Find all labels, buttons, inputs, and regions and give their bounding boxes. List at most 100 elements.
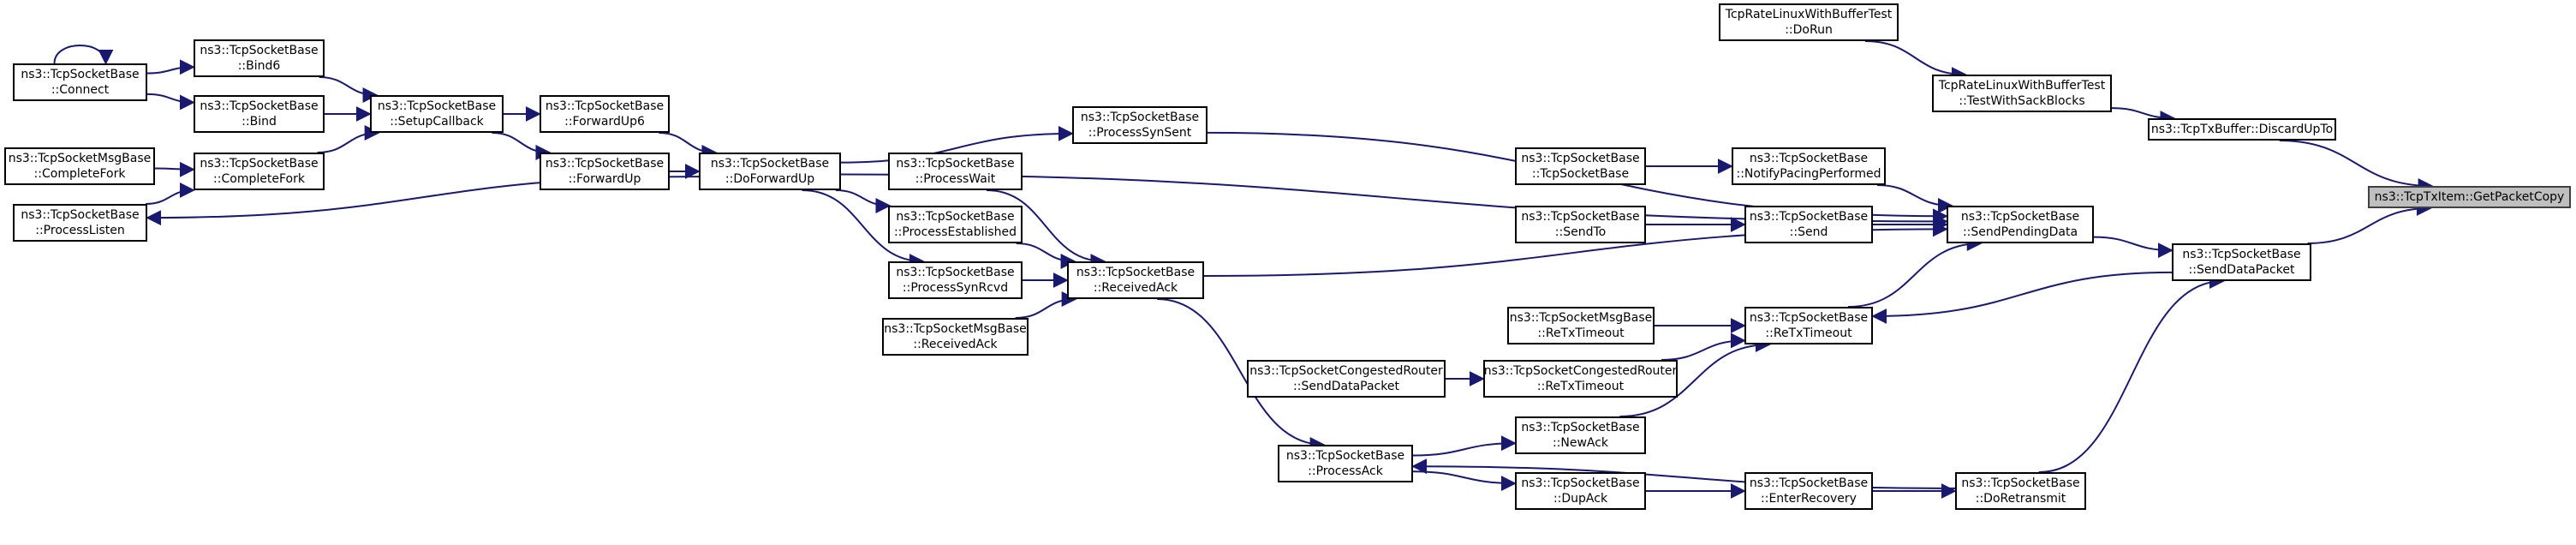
node-label-line: ::SetupCallback (390, 115, 484, 129)
node-label-line: ns3::TcpSocketBase (1749, 311, 1869, 325)
node-label-line: ns3::TcpSocketBase (200, 44, 319, 57)
edge-senddatapacket-to-retxtimeout (1871, 271, 2173, 325)
node-msg-re-tx-timeout[interactable]: ns3::TcpSocketMsgBase::ReTxTimeout (1507, 307, 1655, 344)
edge-senddatapacket-to-getpacketcopy (2307, 201, 2432, 244)
node-test-with-sack-blocks[interactable]: TcpRateLinuxWithBufferTest::TestWithSack… (1932, 75, 2112, 112)
node-forward-up6[interactable]: ns3::TcpSocketBase::ForwardUp6 (540, 95, 670, 133)
node-router-send-data-packet[interactable]: ns3::TcpSocketCongestedRouter::SendDataP… (1247, 360, 1446, 398)
edge-msgreceivedack-to-receivedack (1015, 291, 1077, 319)
node-label-line: ::ReTxTimeout (1765, 326, 1852, 340)
edge-doforwardup-to-processestablished (835, 189, 891, 213)
node-label-line: ns3::TcpSocketBase (710, 157, 830, 171)
node-label-line: ::ProcessSynSent (1088, 126, 1192, 140)
node-label-line: ns3::TcpSocketBase (545, 157, 665, 171)
node-label-line: ns3::TcpTxBuffer::DiscardUpTo (2150, 123, 2334, 136)
node-label-line: ns3::TcpSocketBase (1749, 152, 1869, 165)
node-process-syn-sent[interactable]: ns3::TcpSocketBase::ProcessSynSent (1072, 106, 1208, 144)
node-label-line: ns3::TcpSocketBase (896, 157, 1015, 171)
node-label-line: ns3::TcpSocketBase (1749, 476, 1869, 490)
node-send-to[interactable]: ns3::TcpSocketBase::SendTo (1515, 206, 1646, 243)
node-label-line: ::ReTxTimeout (1537, 326, 1625, 340)
node-label-line: ::ProcessSynRcvd (902, 281, 1009, 295)
node-label-line: ::DoForwardUp (724, 172, 815, 186)
edge-processestablished-to-receivedack (1016, 243, 1076, 269)
edge-doretransmit-to-processack (1411, 458, 1956, 489)
node-get-packet-copy[interactable]: ns3::TcpTxItem::GetPacketCopy (2368, 186, 2571, 208)
edge-completefork-to-setupcallback (317, 125, 380, 153)
node-bind[interactable]: ns3::TcpSocketBase::Bind (194, 95, 325, 133)
node-process-syn-rcvd[interactable]: ns3::TcpSocketBase::ProcessSynRcvd (888, 261, 1023, 299)
node-label-line: ::EnterRecovery (1761, 492, 1857, 506)
node-complete-fork[interactable]: ns3::TcpSocketBase::CompleteFork (194, 153, 325, 190)
node-dup-ack[interactable]: ns3::TcpSocketBase::DupAck (1515, 472, 1646, 510)
node-send-data-packet[interactable]: ns3::TcpSocketBase::SendDataPacket (2172, 243, 2311, 281)
node-process-established[interactable]: ns3::TcpSocketBase::ProcessEstablished (888, 206, 1023, 243)
node-label-line: ns3::TcpSocketBase (1285, 449, 1405, 463)
node-label-line: ns3::TcpSocketBase (200, 157, 319, 171)
node-label-line: TcpRateLinuxWithBufferTest (1938, 79, 2106, 93)
node-label-line: ns3::TcpSocketBase (896, 266, 1015, 279)
node-label-line: ns3::TcpSocketBase (1521, 152, 1640, 165)
node-do-retransmit[interactable]: ns3::TcpSocketBase::DoRetransmit (1955, 472, 2086, 510)
node-label-line: ns3::TcpSocketBase (1960, 210, 2080, 224)
node-notify-pacing-performed[interactable]: ns3::TcpSocketBase::NotifyPacingPerforme… (1732, 147, 1886, 185)
node-do-run[interactable]: TcpRateLinuxWithBufferTest::DoRun (1719, 3, 1899, 41)
node-label-line: ::DupAck (1553, 492, 1608, 506)
node-process-wait[interactable]: ns3::TcpSocketBase::ProcessWait (888, 153, 1023, 190)
node-label-line: ns3::TcpSocketCongestedRouter (1249, 364, 1443, 378)
node-label-line: ns3::TcpSocketCongestedRouter (1483, 364, 1678, 378)
node-label-line: ::ForwardUp6 (564, 115, 645, 129)
node-label-line: ns3::TcpSocketBase (1521, 421, 1640, 434)
node-label-line: ::ReceivedAck (913, 338, 998, 351)
node-re-tx-timeout[interactable]: ns3::TcpSocketBase::ReTxTimeout (1744, 307, 1873, 344)
edge-processlisten-to-completefork (146, 182, 195, 205)
node-label-line: ns3::TcpSocketBase (21, 208, 140, 222)
node-label-line: ns3::TcpSocketBase (2182, 248, 2301, 261)
edge-notifypacingperformed-to-sendpendingdata (1876, 184, 1953, 213)
node-forward-up[interactable]: ns3::TcpSocketBase::ForwardUp (540, 153, 670, 190)
edge-forwardup6-to-doforwardup (659, 132, 718, 160)
node-label-line: ::ReTxTimeout (1536, 380, 1625, 393)
node-label-line: ::ProcessEstablished (893, 225, 1017, 239)
node-label-line: ::ProcessWait (915, 172, 996, 186)
node-send[interactable]: ns3::TcpSocketBase::Send (1744, 206, 1873, 243)
node-enter-recovery[interactable]: ns3::TcpSocketBase::EnterRecovery (1744, 472, 1873, 510)
node-discard-up-to[interactable]: ns3::TcpTxBuffer::DiscardUpTo (2148, 118, 2336, 141)
node-msg-complete-fork[interactable]: ns3::TcpSocketMsgBase::CompleteFork (4, 147, 155, 185)
node-connect[interactable]: ns3::TcpSocketBase::Connect (13, 63, 147, 101)
node-msg-received-ack[interactable]: ns3::TcpSocketMsgBase::ReceivedAck (882, 318, 1029, 356)
node-do-forward-up[interactable]: ns3::TcpSocketBase::DoForwardUp (699, 153, 841, 190)
edge-doretransmit-to-senddatapacket (2038, 273, 2226, 473)
edge-connect-to-bind6 (146, 59, 195, 75)
node-label-line: ::SendDataPacket (2188, 263, 2295, 277)
node-label-line: ns3::TcpSocketBase (377, 99, 497, 113)
node-router-re-tx-timeout[interactable]: ns3::TcpSocketCongestedRouter::ReTxTimeo… (1483, 360, 1678, 398)
node-label-line: ns3::TcpSocketBase (1749, 210, 1869, 224)
edge-setupcallback-to-forwardup (492, 132, 552, 160)
edge-dorun-to-testwithsackblocks (1864, 40, 1967, 82)
node-label-line: ::Send (1789, 225, 1828, 239)
node-label-line: ::ReceivedAck (1093, 281, 1178, 295)
node-setup-callback[interactable]: ns3::TcpSocketBase::SetupCallback (370, 95, 504, 133)
node-label-line: ::Bind (242, 115, 277, 129)
edge-retxtimeout-to-sendpendingdata (1848, 236, 1983, 308)
node-new-ack[interactable]: ns3::TcpSocketBase::NewAck (1515, 416, 1646, 454)
node-bind6[interactable]: ns3::TcpSocketBase::Bind6 (194, 39, 325, 77)
edge-doforwardup-to-processsynrcvd (802, 189, 925, 269)
node-label-line: ns3::TcpSocketMsgBase (1509, 311, 1653, 325)
node-process-ack[interactable]: ns3::TcpSocketBase::ProcessAck (1278, 445, 1413, 482)
edge-receivedack-to-processack (1157, 298, 1326, 452)
node-label-line: ::DoRun (1785, 23, 1833, 37)
node-label-line: ns3::TcpSocketBase (1080, 111, 1200, 124)
node-received-ack[interactable]: ns3::TcpSocketBase::ReceivedAck (1067, 261, 1204, 299)
edge-processack-to-dupack (1412, 470, 1517, 492)
node-process-listen[interactable]: ns3::TcpSocketBase::ProcessListen (13, 204, 147, 242)
node-label-line: ns3::TcpSocketBase (1521, 476, 1640, 490)
node-label-line: ns3::TcpSocketBase (1521, 210, 1640, 224)
edge-connect-to-connect (53, 45, 114, 65)
node-label-line: ::CompleteFork (213, 172, 305, 186)
node-send-pending-data[interactable]: ns3::TcpSocketBase::SendPendingData (1947, 206, 2094, 243)
node-tcp-socket-base-ctor[interactable]: ns3::TcpSocketBase::TcpSocketBase (1515, 147, 1646, 185)
node-label-line: ::TestWithSackBlocks (1959, 94, 2085, 108)
